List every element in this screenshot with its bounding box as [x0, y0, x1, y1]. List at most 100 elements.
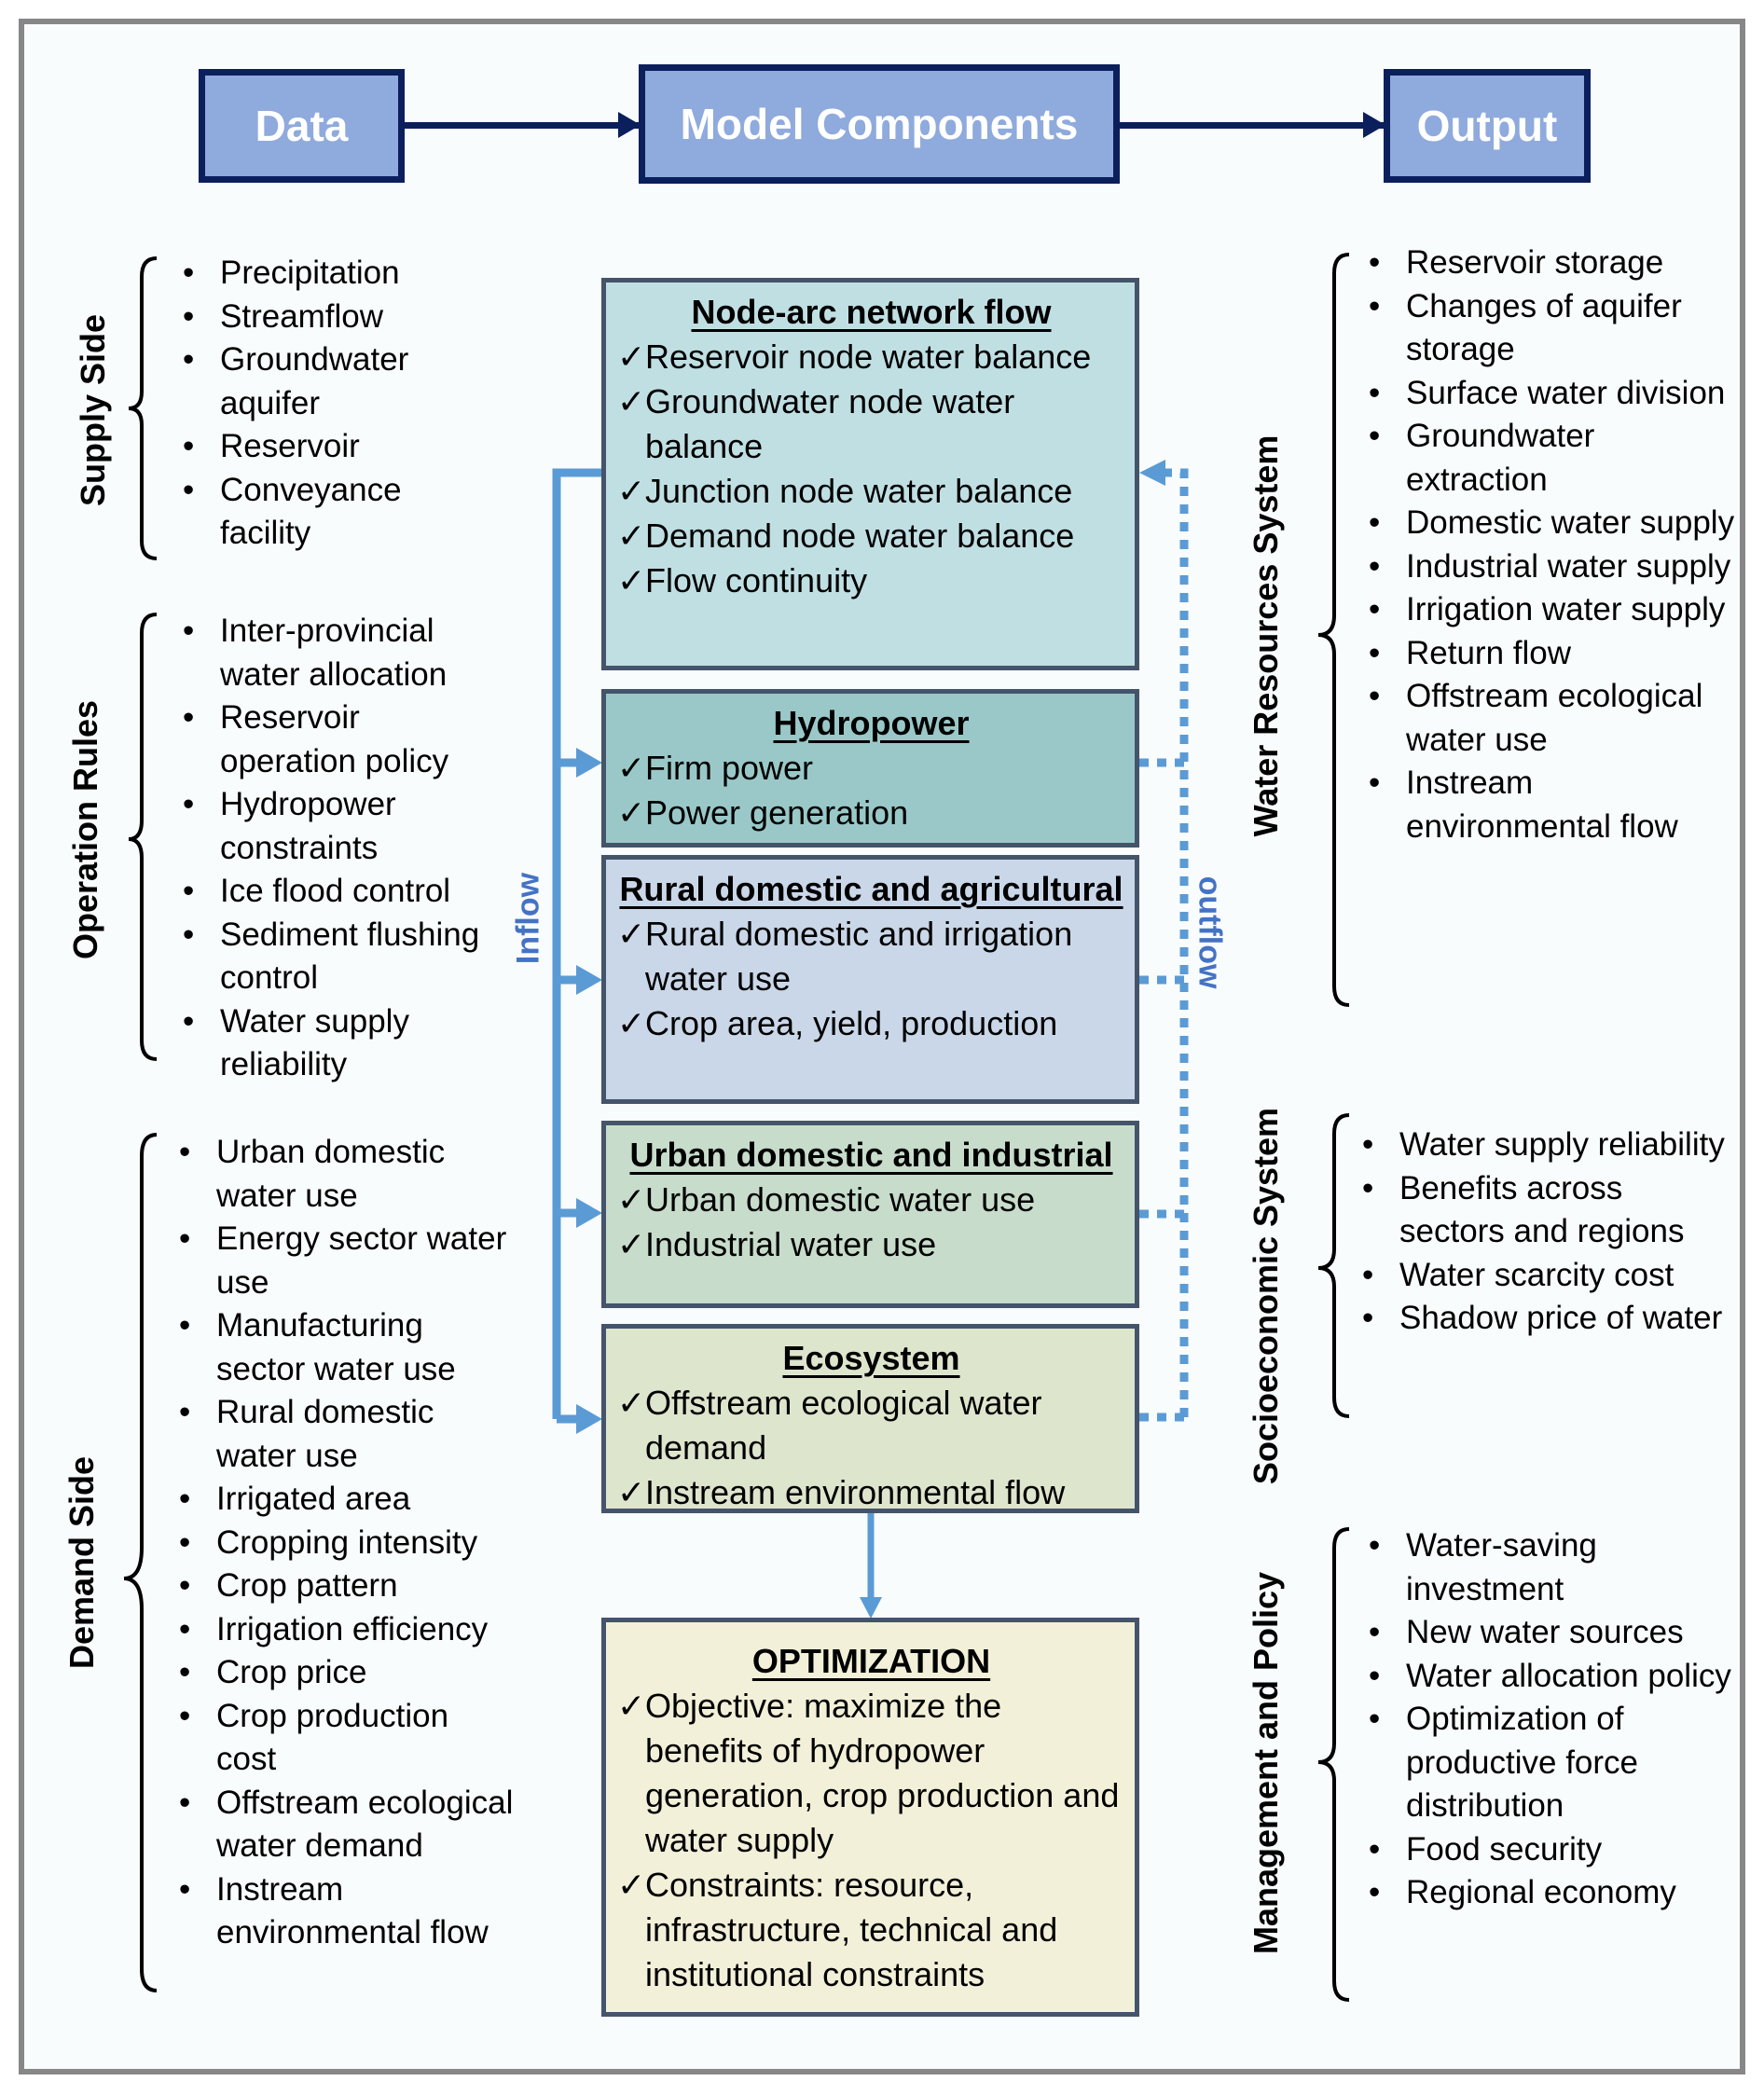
data-header-label: Data [255, 102, 349, 150]
group-label-operation-rules: Operation Rules [66, 699, 104, 960]
list-item: •Conveyance facility [183, 469, 490, 556]
component-urban-domestic-industrial: Urban domestic and industrial✓Urban dome… [601, 1121, 1139, 1308]
list-item-text: Return flow [1406, 634, 1572, 671]
group-label-management-and-policy: Management and Policy [1247, 1571, 1285, 1955]
component-item-text: Flow continuity [645, 561, 868, 600]
supply-side-list: •Precipitation•Streamflow•Groundwater aq… [183, 252, 490, 556]
list-item-text: Surface water division [1406, 374, 1726, 411]
braces [123, 253, 1350, 2002]
list-item-text: Cropping intensity [216, 1523, 478, 1561]
brace-operation-rules [128, 613, 158, 1061]
list-item: •Energy sector water use [179, 1218, 515, 1304]
operation-rules-list: •Inter-provincial water allocation•Reser… [183, 610, 500, 1087]
checkmark-icon: ✓ [617, 561, 646, 600]
output-header-label: Output [1416, 102, 1558, 150]
component-item: ✓Instream environmental flow [617, 1470, 1125, 1515]
component-title-text: Ecosystem [782, 1339, 960, 1377]
component-item: ✓Junction node water balance [617, 469, 1125, 514]
list-item: •Crop production cost [179, 1695, 515, 1782]
component-optimization: OPTIMIZATION✓Objective: maximize the ben… [601, 1618, 1139, 2017]
list-item-text: New water sources [1406, 1614, 1684, 1650]
group-label-socioeconomic-system: Socioeconomic System [1247, 1107, 1285, 1485]
list-item: •Industrial water supply [1369, 545, 1742, 589]
bullet-icon: • [183, 873, 195, 909]
bullet-icon: • [179, 1870, 191, 1908]
water-resources-system-list: •Reservoir storage•Changes of aquifer st… [1369, 241, 1742, 848]
management-and-policy-list: • Water-saving investment•New water sourc… [1369, 1524, 1742, 1915]
list-item-text: Changes of aquifer storage [1406, 287, 1682, 368]
list-item: •Water supply reliability [1362, 1123, 1735, 1167]
component-item-text: Crop area, yield, production [645, 1004, 1058, 1042]
inflow-trunk-line [552, 468, 601, 1419]
list-item-text: Benefits across sectors and regions [1399, 1169, 1685, 1250]
list-item-text: Crop pattern [216, 1567, 398, 1604]
bullet-icon: • [1369, 504, 1381, 541]
list-item-text: Water scarcity cost [1399, 1256, 1674, 1293]
list-item-text: Water supply reliability [1399, 1126, 1725, 1163]
list-item: •New water sources [1369, 1611, 1742, 1655]
list-item: •Changes of aquifer storage [1369, 285, 1742, 372]
list-item-text: Energy sector water use [216, 1220, 507, 1301]
bullet-icon: • [1369, 1527, 1381, 1564]
list-item-text: Manufacturing sector water use [216, 1307, 456, 1387]
component-item-text: Urban domestic water use [645, 1180, 1036, 1219]
socioeconomic-system-list: •Water supply reliability•Benefits acros… [1362, 1123, 1735, 1341]
bullet-icon: • [1369, 634, 1381, 671]
component-title-text: Rural domestic and agricultural [619, 870, 1123, 908]
checkmark-icon: ✓ [617, 915, 646, 953]
list-item-text: Irrigation water supply [1406, 591, 1726, 627]
list-item-text: Crop price [216, 1654, 367, 1690]
outflow-lines [1139, 468, 1189, 1422]
demand-side-list: •Urban domestic water use•Energy sector … [179, 1131, 515, 1955]
list-item: •Rural domestic water use [179, 1391, 515, 1478]
component-item-text: Constraints: resource, infrastructure, t… [645, 1866, 1058, 1993]
list-item: •Food security [1369, 1828, 1742, 1872]
component-ecosystem: Ecosystem ✓Offstream ecological water dem… [601, 1324, 1139, 1513]
component-item: ✓Offstream ecological water demand [617, 1381, 1125, 1470]
component-item: ✓Power generation [617, 791, 1125, 835]
bullet-icon: • [1369, 244, 1381, 281]
list-item-text: Water supply reliability [220, 1002, 409, 1083]
list-item: •Precipitation [183, 252, 490, 296]
bullet-icon: • [183, 297, 195, 335]
component-item-text: Groundwater node water balance [645, 382, 1015, 465]
bullet-icon: • [183, 613, 195, 649]
model-to-output-arrow [1119, 112, 1385, 138]
list-item-text: Regional economy [1406, 1874, 1676, 1910]
list-item-text: Conveyance facility [220, 471, 402, 552]
list-item: •Sediment flushing control [183, 914, 500, 1000]
list-item: •Regional economy [1369, 1871, 1742, 1915]
component-item-text: Firm power [645, 749, 814, 787]
component-title-text: OPTIMIZATION [751, 1642, 991, 1680]
list-item-text: Irrigated area [216, 1481, 411, 1517]
component-rural-domestic-agricultural: Rural domestic and agricultural✓Rural do… [601, 855, 1139, 1104]
list-item-text: Water-saving investment [1406, 1527, 1597, 1607]
component-title: OPTIMIZATION [617, 1639, 1125, 1684]
list-item-text: Optimization of productive force distrib… [1406, 1701, 1639, 1824]
outflow-arrowhead [1139, 460, 1165, 486]
list-item-text: Food security [1406, 1830, 1603, 1868]
group-label-supply-side: Supply Side [74, 313, 112, 507]
bullet-icon: • [179, 1610, 191, 1647]
component-item-text: Junction node water balance [645, 472, 1073, 510]
component-item-text: Demand node water balance [645, 517, 1075, 555]
checkmark-icon: ✓ [617, 1384, 646, 1422]
list-item: • Return flow [1369, 632, 1742, 676]
list-item: •Benefits across sectors and regions [1362, 1167, 1735, 1254]
component-title: Rural domestic and agricultural [617, 867, 1125, 912]
component-item-text: Instream environmental flow [645, 1473, 1066, 1511]
list-item: •Optimization of productive force distri… [1369, 1698, 1742, 1828]
bullet-icon: • [179, 1697, 191, 1734]
group-label-water-resources-system: Water Resources System [1247, 434, 1285, 837]
model-components-header-box: Model Components [639, 64, 1120, 184]
list-item-text: Rural domestic water use [216, 1394, 434, 1474]
list-item: •Offstream ecological water demand [179, 1782, 515, 1868]
list-item-text: Groundwater extraction [1406, 418, 1595, 498]
list-item: •Groundwater aquifer [183, 338, 490, 425]
bullet-icon: • [1369, 765, 1381, 801]
checkmark-icon: ✓ [617, 749, 646, 787]
list-item-text: Reservoir [220, 428, 360, 464]
bullet-icon: • [1362, 1256, 1374, 1293]
list-item-text: Industrial water supply [1406, 547, 1731, 585]
